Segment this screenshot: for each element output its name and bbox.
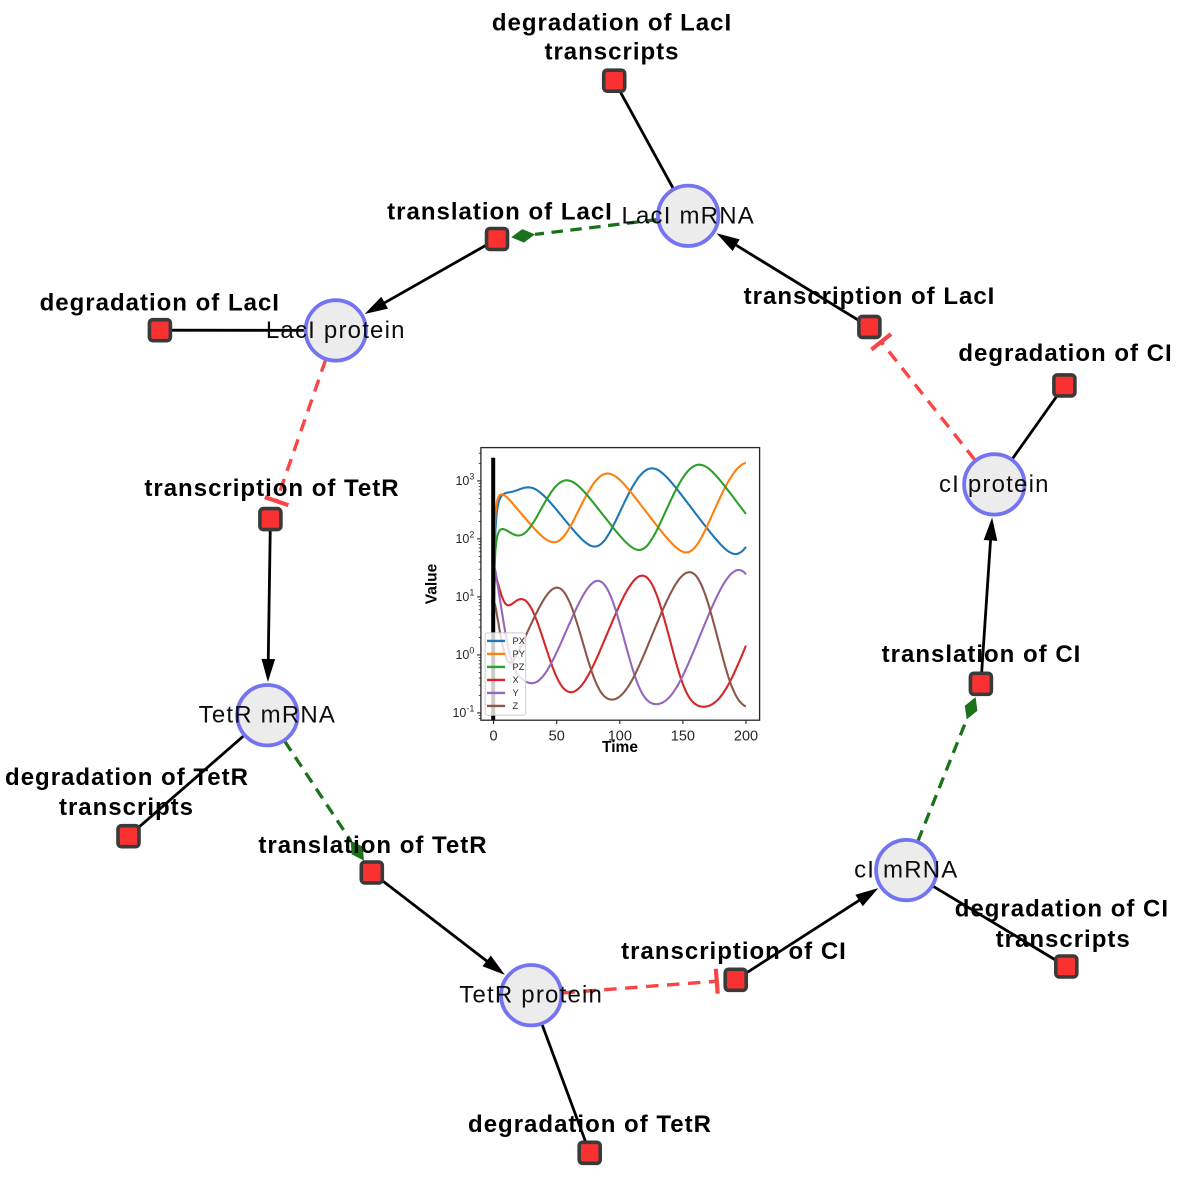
svg-text:Time: Time [602, 739, 638, 756]
svg-text:TetR mRNA: TetR mRNA [199, 702, 336, 729]
svg-text:PX: PX [513, 636, 525, 646]
svg-text:transcripts: transcripts [59, 794, 194, 821]
svg-text:Y: Y [513, 688, 519, 698]
svg-text:transcripts: transcripts [996, 926, 1131, 953]
svg-text:degradation of CI: degradation of CI [955, 896, 1169, 923]
svg-text:LacI protein: LacI protein [266, 317, 406, 344]
svg-text:50: 50 [549, 728, 565, 744]
svg-text:translation of TetR: translation of TetR [258, 832, 487, 859]
svg-text:PY: PY [513, 649, 525, 659]
svg-text:degradation of CI: degradation of CI [958, 340, 1172, 367]
svg-text:cI mRNA: cI mRNA [854, 857, 958, 884]
svg-text:degradation of LacI: degradation of LacI [492, 9, 732, 36]
svg-text:degradation of TetR: degradation of TetR [468, 1111, 712, 1138]
svg-text:LacI mRNA: LacI mRNA [621, 202, 755, 229]
svg-text:translation of CI: translation of CI [882, 641, 1082, 668]
svg-text:Value: Value [424, 563, 441, 604]
svg-text:transcription of TetR: transcription of TetR [144, 475, 399, 502]
svg-text:transcription of CI: transcription of CI [621, 938, 847, 965]
svg-text:0: 0 [490, 728, 498, 744]
svg-text:200: 200 [734, 728, 758, 744]
svg-text:translation of LacI: translation of LacI [387, 199, 613, 226]
svg-text:transcripts: transcripts [544, 39, 679, 66]
svg-text:cI protein: cI protein [939, 471, 1050, 498]
svg-text:TetR protein: TetR protein [459, 982, 603, 1009]
svg-text:transcription of LacI: transcription of LacI [744, 283, 996, 310]
svg-text:degradation of TetR: degradation of TetR [5, 764, 249, 791]
svg-text:PZ: PZ [513, 662, 525, 672]
svg-text:degradation of LacI: degradation of LacI [40, 290, 280, 317]
svg-text:X: X [513, 675, 519, 685]
svg-text:150: 150 [671, 728, 695, 744]
svg-text:100: 100 [608, 728, 632, 744]
svg-text:Z: Z [513, 701, 519, 711]
